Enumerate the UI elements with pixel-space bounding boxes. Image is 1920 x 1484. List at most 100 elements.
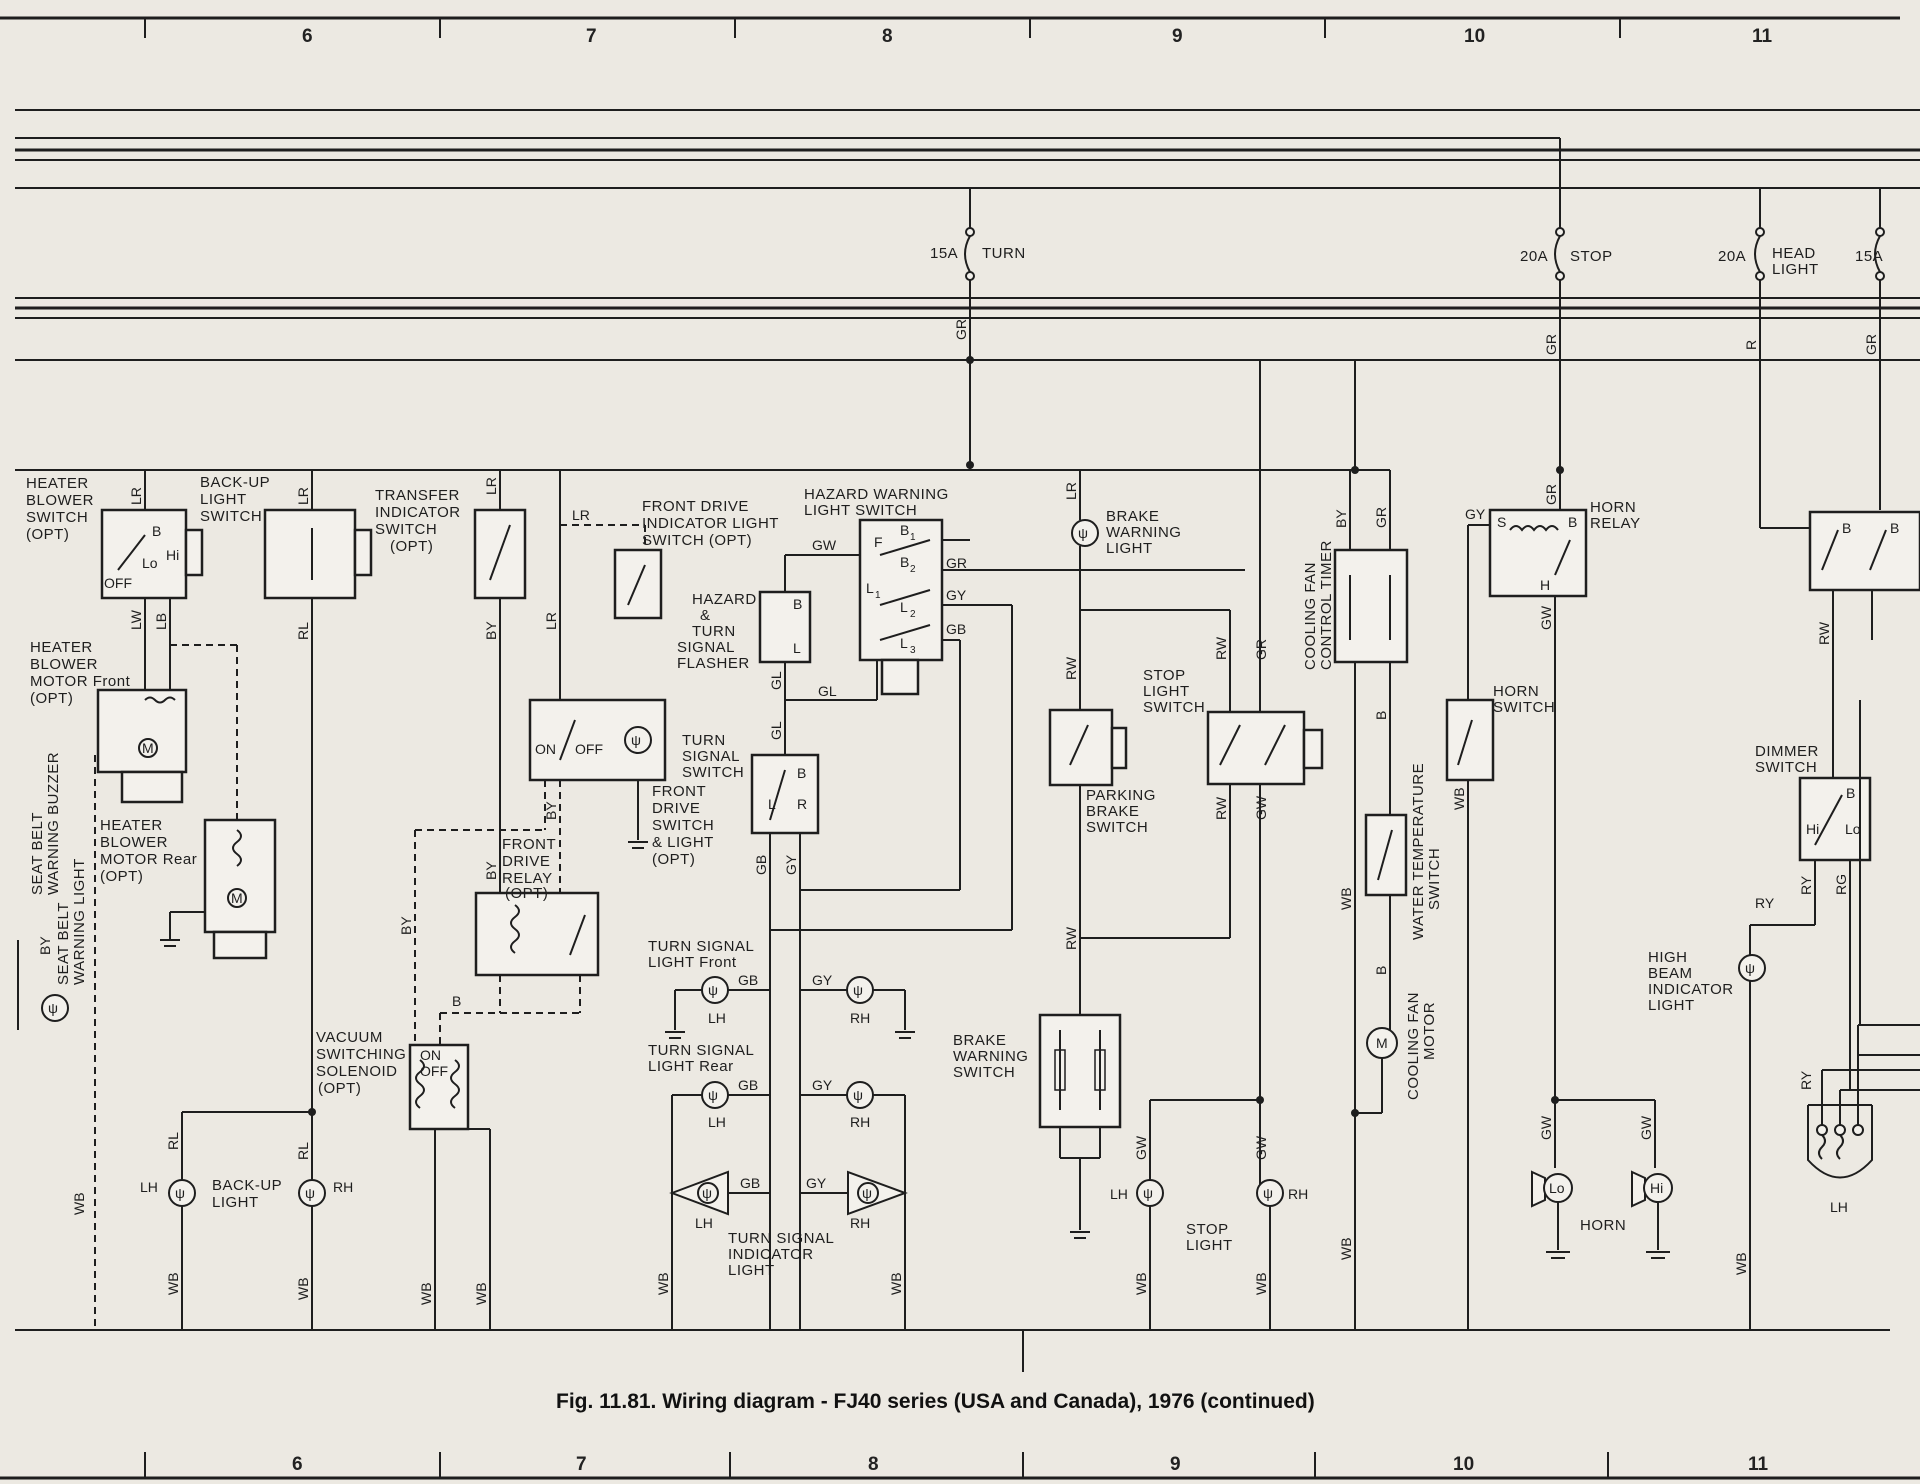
svg-text:MOTOR Front: MOTOR Front <box>30 673 131 690</box>
svg-text:RW: RW <box>1063 926 1079 950</box>
svg-text:INDICATOR LIGHT: INDICATOR LIGHT <box>642 515 779 532</box>
svg-text:RH: RH <box>850 1010 870 1026</box>
grid-bottom-10: 10 <box>1453 1454 1474 1475</box>
svg-text:B: B <box>452 993 461 1009</box>
svg-text:GY: GY <box>946 587 967 603</box>
svg-text:B: B <box>797 765 806 781</box>
svg-text:RELAY: RELAY <box>502 870 553 887</box>
svg-text:LIGHT: LIGHT <box>1143 683 1190 700</box>
svg-text:M: M <box>142 740 154 756</box>
svg-text:RY: RY <box>1798 1070 1814 1090</box>
svg-text:ψ: ψ <box>702 1185 712 1201</box>
svg-text:HEATER: HEATER <box>30 639 93 656</box>
svg-text:GY: GY <box>1465 506 1486 522</box>
svg-text:GW: GW <box>1133 1135 1149 1160</box>
turn-signal-rear-rh: ψ RH GY <box>800 1077 906 1330</box>
svg-text:ψ: ψ <box>175 1185 185 1201</box>
svg-text:BLOWER: BLOWER <box>26 492 94 509</box>
svg-text:B: B <box>1842 520 1851 536</box>
fuse-stop: 20A STOP <box>1520 138 1612 510</box>
svg-text:B: B <box>152 523 161 539</box>
turn-signal-indicator-lh: ψ GB LH <box>669 1170 770 1231</box>
svg-text:ψ: ψ <box>853 982 863 998</box>
svg-text:COOLING FAN: COOLING FAN <box>1302 562 1319 670</box>
svg-text:LB: LB <box>153 613 169 630</box>
svg-text:RG: RG <box>1833 874 1849 895</box>
svg-text:WB: WB <box>1451 787 1467 810</box>
svg-text:BY: BY <box>483 621 499 640</box>
svg-text:BY: BY <box>1333 509 1349 528</box>
fuse-other: 15A <box>1855 188 1885 510</box>
svg-text:BRAKE: BRAKE <box>953 1032 1006 1049</box>
fuse-turn-name: TURN <box>982 245 1026 262</box>
svg-text:DRIVE: DRIVE <box>502 853 550 870</box>
svg-text:ON: ON <box>420 1047 441 1063</box>
svg-text:WB: WB <box>418 1282 434 1305</box>
svg-text:TRANSFER: TRANSFER <box>375 487 460 504</box>
svg-text:GR: GR <box>1253 639 1269 660</box>
svg-text:LIGHT: LIGHT <box>212 1194 259 1211</box>
backup-light-lh: ψ LH <box>140 1179 196 1207</box>
svg-text:RL: RL <box>165 1132 181 1150</box>
grid-top-10: 10 <box>1464 26 1485 47</box>
svg-text:SWITCH: SWITCH <box>1493 699 1555 716</box>
horn-relay: S B H HORN RELAY <box>1488 499 1640 598</box>
svg-text:(OPT): (OPT) <box>100 868 143 885</box>
svg-text:BACK-UP: BACK-UP <box>200 474 270 491</box>
heater-blower-motor-front: M HEATER BLOWER MOTOR Front (OPT) <box>30 639 188 804</box>
grid-top-6: 6 <box>302 26 313 47</box>
svg-text:COOLING FAN: COOLING FAN <box>1405 992 1422 1100</box>
svg-text:GB: GB <box>946 621 966 637</box>
svg-text:S: S <box>1497 514 1506 530</box>
parking-brake-switch: PARKING BRAKE SWITCH <box>1048 708 1155 836</box>
svg-text:M: M <box>231 890 243 906</box>
svg-text:(OPT): (OPT) <box>505 885 548 902</box>
grid-top-7: 7 <box>586 26 597 47</box>
svg-text:TURN SIGNAL: TURN SIGNAL <box>648 1042 754 1059</box>
svg-text:WARNING BUZZER: WARNING BUZZER <box>45 752 62 895</box>
svg-text:RH: RH <box>1288 1186 1308 1202</box>
front-drive-switch: ψ ON OFF FRONT DRIVE SWITCH & LIGHT (OPT… <box>528 698 714 868</box>
front-drive-relay: FRONT DRIVE RELAY (OPT) <box>474 836 600 977</box>
svg-text:GW: GW <box>1538 1115 1554 1140</box>
svg-text:SEAT BELT: SEAT BELT <box>29 812 46 895</box>
svg-text:ψ: ψ <box>1263 1185 1273 1201</box>
svg-text:L: L <box>793 640 801 656</box>
turn-signal-front-lh: ψ LH GB TURN SIGNAL LIGHT Front <box>648 938 770 1039</box>
svg-text:RW: RW <box>1213 796 1229 820</box>
svg-text:LW: LW <box>128 609 144 630</box>
svg-text:LR: LR <box>295 487 311 505</box>
svg-text:SWITCHING: SWITCHING <box>316 1046 406 1063</box>
turn-signal-switch: B L R TURN SIGNAL SWITCH <box>682 732 820 835</box>
svg-text:GR: GR <box>1543 484 1559 505</box>
svg-text:ψ: ψ <box>708 1087 718 1103</box>
front-drive-indicator-switch: FRONT DRIVE INDICATOR LIGHT SWITCH (OPT) <box>613 498 779 620</box>
svg-text:HIGH: HIGH <box>1648 949 1688 966</box>
svg-text:WB: WB <box>473 1282 489 1305</box>
svg-text:WB: WB <box>655 1272 671 1295</box>
svg-text:STOP: STOP <box>1143 667 1186 684</box>
svg-text:RW: RW <box>1816 621 1832 645</box>
fuse-stop-rating: 20A <box>1520 248 1548 265</box>
svg-text:LR: LR <box>543 612 559 630</box>
stop-light-lh: ψ LH <box>1110 1179 1164 1207</box>
wire-r-head: R <box>1743 340 1759 350</box>
svg-text:CONTROL TIMER: CONTROL TIMER <box>1318 540 1335 670</box>
svg-text:INDICATOR: INDICATOR <box>375 504 461 521</box>
svg-text:ψ: ψ <box>631 732 641 748</box>
svg-text:SWITCH: SWITCH <box>682 764 744 781</box>
brake-warning-light: ψ BRAKE WARNING LIGHT <box>1071 470 1181 710</box>
figure-caption: Fig. 11.81. Wiring diagram - FJ40 series… <box>556 1390 1315 1413</box>
fuse-head-name1: HEAD <box>1772 245 1816 262</box>
svg-text:GW: GW <box>1538 605 1554 630</box>
svg-text:HEATER: HEATER <box>26 475 89 492</box>
svg-text:GB: GB <box>740 1175 760 1191</box>
seat-belt-warning: SEAT BELT WARNING BUZZER SEAT BELT WARNI… <box>17 752 88 1030</box>
svg-text:Hi: Hi <box>166 547 179 563</box>
svg-text:MOTOR: MOTOR <box>1421 1002 1438 1060</box>
svg-text:GW: GW <box>812 537 837 553</box>
svg-text:ψ: ψ <box>1143 1185 1153 1201</box>
svg-text:GY: GY <box>783 854 799 875</box>
svg-text:LR: LR <box>572 507 590 523</box>
svg-text:SWITCH: SWITCH <box>1143 699 1205 716</box>
